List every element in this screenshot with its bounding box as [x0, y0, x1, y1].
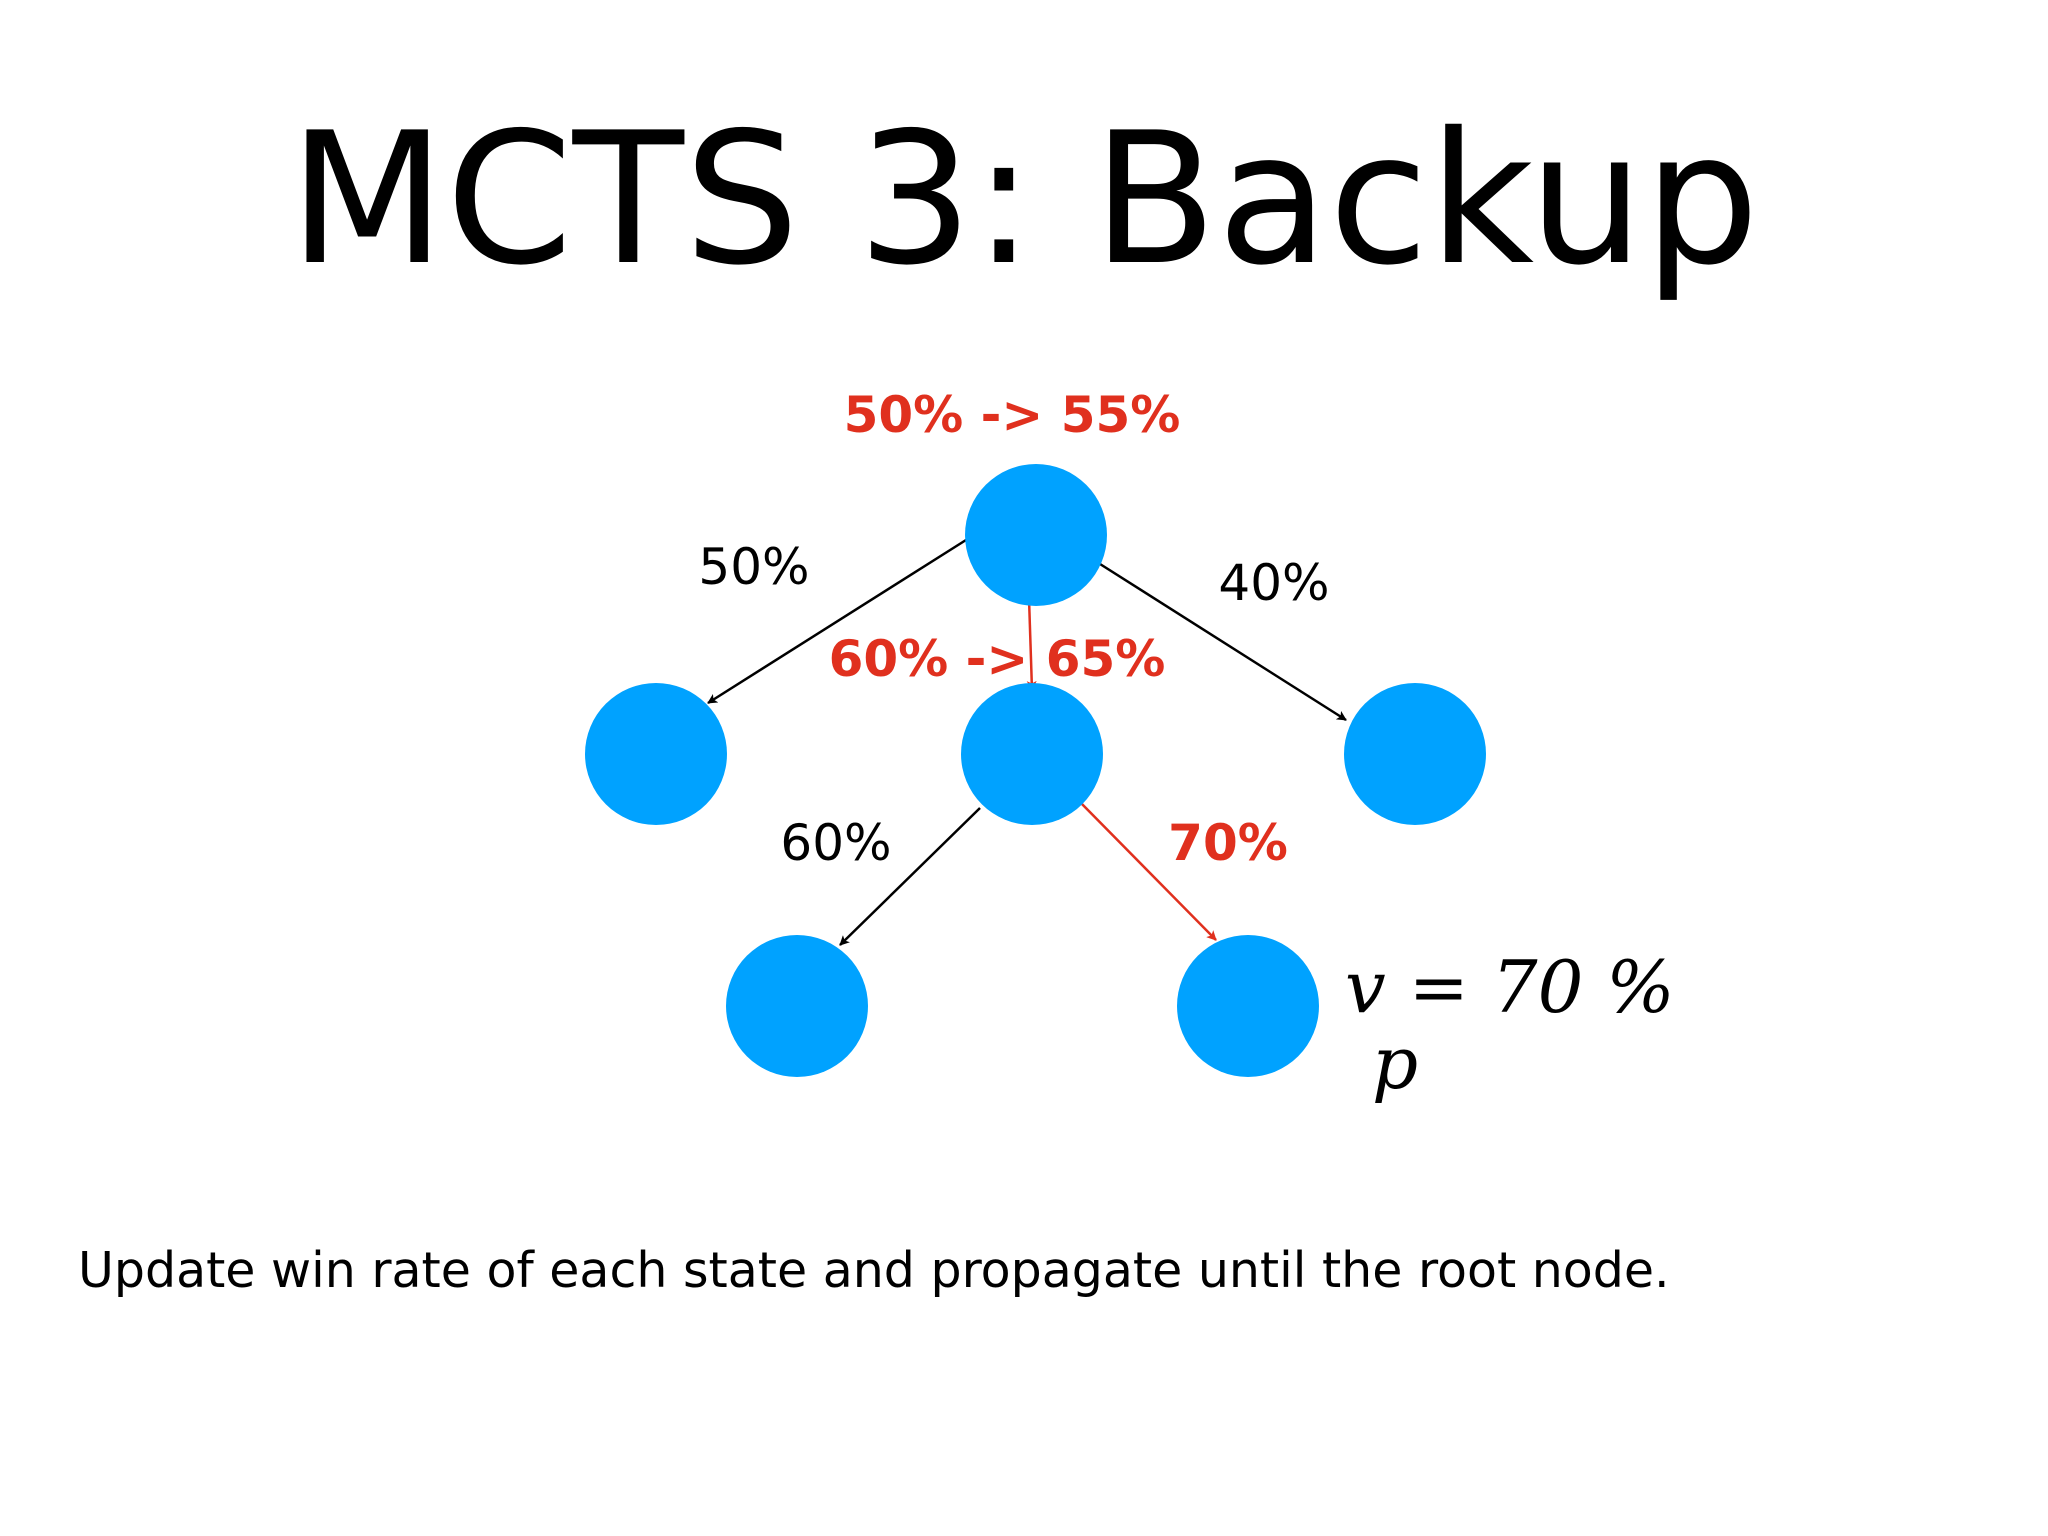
node-leaf-left	[726, 935, 868, 1077]
edge-label-middle-left: 60%	[780, 814, 891, 872]
edge-middle-left	[839, 807, 981, 946]
edge-label-middle-right: 70%	[1168, 814, 1288, 872]
leaf-policy-p: p	[1372, 1021, 1418, 1105]
slide-title: MCTS 3: Backup	[288, 93, 1760, 305]
node-leaf-right	[1177, 935, 1319, 1077]
node-left	[585, 683, 727, 825]
root-win-rate-label: 50% -> 55%	[844, 386, 1181, 444]
edge-root-left	[707, 538, 967, 705]
node-root	[965, 464, 1107, 606]
edge-root-right	[1099, 562, 1347, 722]
node-middle	[961, 683, 1103, 825]
node-right	[1344, 683, 1486, 825]
leaf-value-v: v = 70 %	[1345, 945, 1675, 1029]
middle-win-rate-label: 60% -> 65%	[829, 630, 1166, 688]
edge-label-root-left: 50%	[698, 538, 809, 596]
edge-middle-right	[1077, 799, 1217, 941]
edge-label-root-right: 40%	[1218, 554, 1329, 612]
edge-root-middle	[1026, 597, 1037, 691]
slide-caption: Update win rate of each state and propag…	[78, 1242, 1670, 1299]
